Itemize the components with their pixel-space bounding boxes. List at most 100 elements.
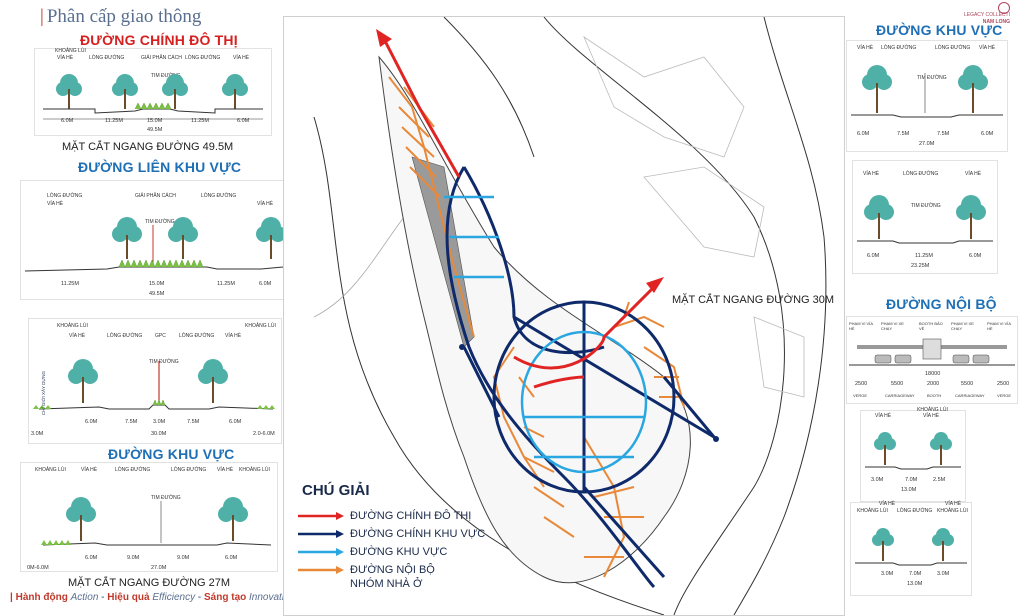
dim-total: 30.0M xyxy=(151,431,167,437)
dim-2: 9.0M xyxy=(127,555,140,561)
dim-1: 6.0M xyxy=(857,131,870,137)
dim-4: 6.0M xyxy=(225,555,238,561)
label-long-duong-left: LÒNG ĐƯỜNG xyxy=(107,333,143,339)
label-khoang-lui-right: KHOẢNG LÙI xyxy=(917,407,948,413)
tree-icon xyxy=(198,359,228,403)
tree-icon xyxy=(168,217,198,259)
tree-icon xyxy=(112,217,142,259)
road-end-node xyxy=(459,344,465,350)
logo-line-2: NAM LONG xyxy=(982,19,1010,25)
label-tim-duong: TIM ĐƯỜNG xyxy=(917,75,947,81)
caption-49-5m: MẶT CẮT NGANG ĐƯỜNG 49.5M xyxy=(62,141,234,153)
tree-icon xyxy=(66,497,96,541)
label-top-3: BOOTH BẢO VỆ xyxy=(919,321,943,331)
tree-icon xyxy=(112,74,138,109)
label-bottom-4: CARRIAGEWAY xyxy=(955,393,985,398)
logo-mark-icon xyxy=(998,2,1010,14)
section-title-internal: ĐƯỜNG NỘI BỘ xyxy=(886,296,997,312)
label-via-he-right: VỈA HÈ xyxy=(979,45,996,51)
label-tim-duong: TIM ĐƯỜNG xyxy=(145,219,175,225)
cross-section-13m-b: VỈA HÈ KHOẢNG LÙI KHOẢNG LÙI VỈA HÈ LÒNG… xyxy=(850,501,972,596)
dim-3: 7.5M xyxy=(937,131,950,137)
legend-label: ĐƯỜNG KHU VỰC xyxy=(350,546,448,558)
page-title: |Phân cấp giao thông xyxy=(40,6,202,27)
label-via-he-left: VỈA HÈ xyxy=(879,501,896,507)
label-via-he-right: VỈA HÈ xyxy=(923,413,940,419)
tree-icon xyxy=(956,195,986,239)
caption-27m: MẶT CẮT NGANG ĐƯỜNG 27M xyxy=(68,577,231,589)
label-via-he-left: VỈA HÈ xyxy=(69,333,86,339)
dim-2: 5500 xyxy=(891,381,904,387)
dim-2: 15.0M xyxy=(149,281,165,287)
tree-icon xyxy=(68,359,98,403)
arrow-orange-icon xyxy=(298,566,344,574)
tree-icon xyxy=(56,74,82,109)
dim-4: 5500 xyxy=(961,381,974,387)
master-plan-map xyxy=(283,16,845,616)
dim-3: 2.5M xyxy=(933,477,946,483)
dim-1: 6.0M xyxy=(61,118,74,124)
label-long-duong: LÒNG ĐƯỜNG xyxy=(897,508,933,514)
legend-title: CHÚ GIẢI xyxy=(302,482,370,499)
cross-section-27m-right: VỈA HÈ LÒNG ĐƯỜNG LÒNG ĐƯỜNG VỈA HÈ TIM … xyxy=(846,40,1008,152)
dim-right-extra: 2.0-6.0M xyxy=(253,431,275,437)
arrow-red-icon xyxy=(298,512,344,520)
section-drawing xyxy=(849,338,1015,366)
footer-slogan: | Hành động Action - Hiệu quả Efficiency… xyxy=(10,592,295,603)
dim-1: 3.0M xyxy=(881,571,894,577)
label-long-duong: LÒNG ĐƯỜNG xyxy=(903,171,939,177)
label-long-duong-right: LÒNG ĐƯỜNG xyxy=(179,333,215,339)
dim-1: 6.0M xyxy=(85,555,98,561)
dim-1: 6.0M xyxy=(867,253,880,259)
label-giai-phan-cach: GIẢI PHÂN CÁCH xyxy=(135,193,176,199)
label-gpc: GPC xyxy=(155,333,166,339)
label-via-he-left: VỈA HÈ xyxy=(47,201,64,207)
label-bottom-1: VERGE xyxy=(853,393,868,398)
legend-item-main-urban: ĐƯỜNG CHÍNH ĐÔ THỊ xyxy=(296,509,536,527)
section-title-area-right: ĐƯỜNG KHU VỰC xyxy=(876,22,1003,38)
dim-4: 7.5M xyxy=(187,419,200,425)
label-long-duong-left: LÒNG ĐƯỜNG xyxy=(881,45,917,51)
label-chi-gioi-left: CHỈ GIỚI XÂY DỰNG xyxy=(41,371,46,416)
label-via-he-left: VỈA HÈ xyxy=(57,55,74,61)
dim-total: 49.5M xyxy=(149,291,165,297)
brand-logo: LEGACY COLLECTI NAM LONG xyxy=(950,12,1010,26)
dim-2: 7.0M xyxy=(909,571,922,577)
label-via-he-right: VỈA HÈ xyxy=(217,467,234,473)
legend-label: ĐƯỜNG CHÍNH ĐÔ THỊ xyxy=(350,510,472,522)
dim-1: 11.25M xyxy=(61,281,79,287)
area-roads xyxy=(444,195,648,474)
label-khoang-lui-left: KHOẢNG LÙI xyxy=(57,323,88,329)
dim-3: 11.25M xyxy=(217,281,235,287)
legend-item-internal: ĐƯỜNG NỘI BỘ NHÓM NHÀ Ở xyxy=(296,563,536,595)
legend-label: ĐƯỜNG NỘI BỘ NHÓM NHÀ Ở xyxy=(350,564,435,590)
label-khoang-lui-right: KHOẢNG LÙI xyxy=(239,467,270,473)
footer-bar: | xyxy=(10,592,13,603)
dim-4: 6.0M xyxy=(259,281,272,287)
label-long-duong-left: LÒNG ĐƯỜNG xyxy=(47,193,83,199)
footer-en-1: Action xyxy=(70,592,99,603)
label-giai-phan-cach: GIẢI PHÂN CÁCH xyxy=(141,55,182,61)
label-khoang-lui-right: KHOẢNG LÙI xyxy=(937,508,968,514)
label-via-he-right: VỈA HÈ xyxy=(225,333,242,339)
tree-icon xyxy=(862,65,892,113)
dim-total: 27.0M xyxy=(919,141,935,147)
section-drawing xyxy=(855,528,967,566)
dim-left-extra: 3.0M xyxy=(31,431,44,437)
label-long-duong-left: LÒNG ĐƯỜNG xyxy=(115,467,151,473)
logo-line-1: LEGACY COLLECTI xyxy=(963,12,1010,18)
legend-item-area: ĐƯỜNG KHU VỰC xyxy=(296,545,536,563)
map-callout-30m: MẶT CẮT NGANG ĐƯỜNG 30M xyxy=(672,294,835,306)
dim-1: 2500 xyxy=(855,381,868,387)
tree-icon xyxy=(222,74,248,109)
cross-section-23-25m: VỈA HÈ LÒNG ĐƯỜNG VỈA HÈ TIM ĐƯỜNG 6.0M … xyxy=(852,160,998,274)
label-long-duong-right: LÒNG ĐƯỜNG xyxy=(185,55,221,61)
label-khoang-lui: KHOẢNG LÙI xyxy=(857,508,888,514)
label-via-he-left: VỈA HÈ xyxy=(875,413,892,419)
tree-icon xyxy=(864,195,894,239)
footer-word-2: Hiệu quả xyxy=(107,592,150,603)
dim-3: 3.0M xyxy=(937,571,950,577)
dim-2: 7.5M xyxy=(125,419,138,425)
arrow-blue-icon xyxy=(298,548,344,556)
dim-total: 27.0M xyxy=(151,565,167,571)
